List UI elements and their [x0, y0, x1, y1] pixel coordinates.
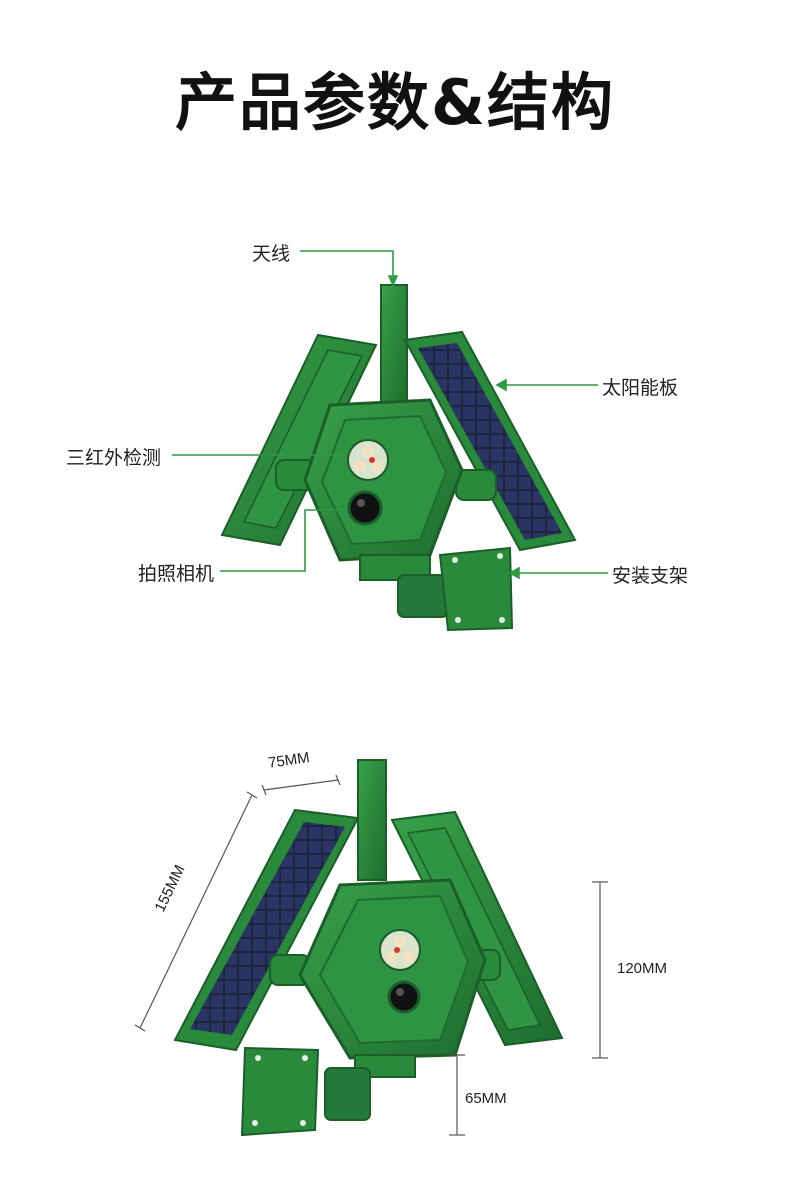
mount-bracket-2 [240, 1046, 416, 1137]
camera-lens-2 [387, 980, 421, 1014]
pir-sensor-2 [379, 929, 421, 971]
camera-lens [347, 490, 383, 526]
device-body [303, 398, 464, 562]
antenna-rod-2 [357, 759, 387, 881]
pir-sensor [347, 439, 389, 481]
left-panel-back [220, 333, 378, 547]
callout-solar-panel: 太阳能板 [602, 377, 679, 399]
dim-bracket-height: 65MM [465, 1090, 507, 1107]
left-solar-panel-2 [173, 808, 360, 1052]
dim-body-height: 120MM [617, 960, 668, 977]
callout-antenna: 天线 [252, 243, 291, 265]
callout-lines [172, 250, 608, 580]
page-title: 产品参数&结构 [174, 66, 616, 139]
mount-bracket [359, 546, 514, 632]
callout-camera: 拍照相机 [138, 563, 215, 585]
dimension-lines [134, 774, 608, 1136]
antenna-rod [380, 284, 408, 406]
callout-bracket: 安装支架 [612, 565, 689, 587]
callout-pir-sensor: 三红外检测 [66, 447, 162, 469]
